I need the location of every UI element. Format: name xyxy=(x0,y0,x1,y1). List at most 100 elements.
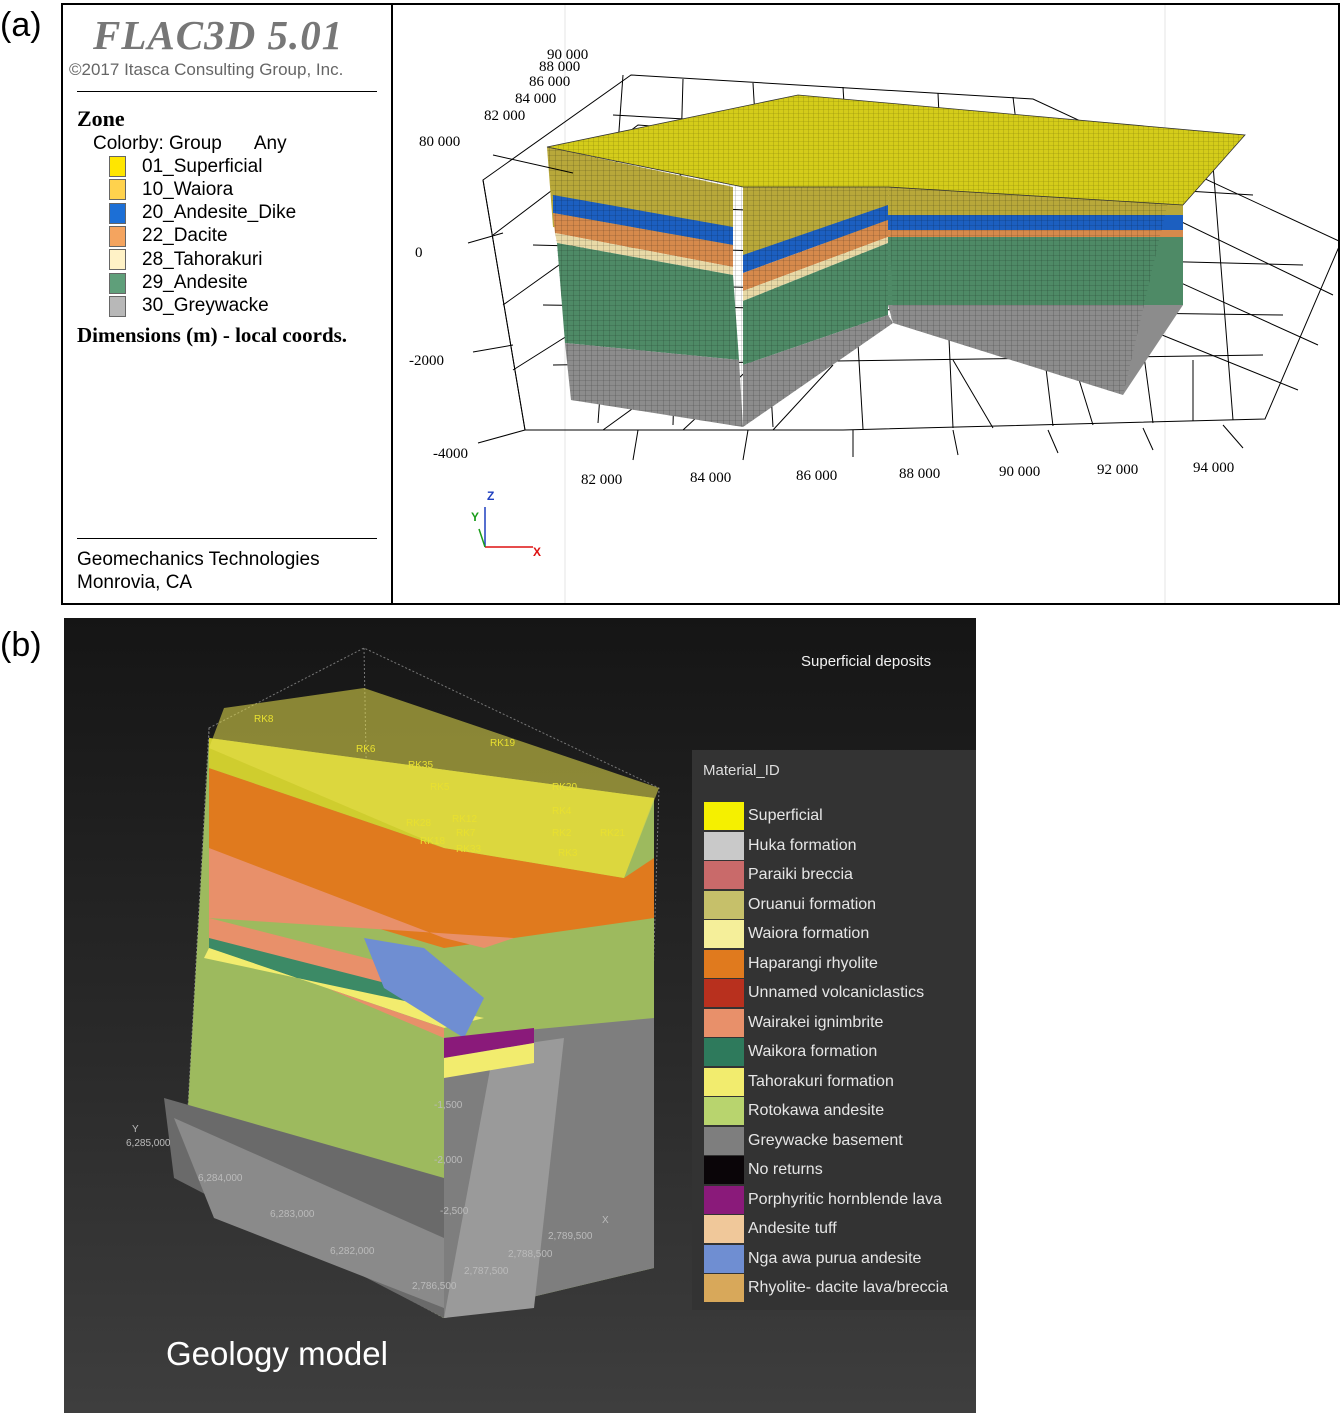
well-label: RK28 xyxy=(406,818,432,829)
panel-b-letter: (b) xyxy=(0,626,42,664)
x-tick-label: 86 000 xyxy=(796,468,838,484)
material-label: Unnamed volcaniclastics xyxy=(748,984,925,1001)
model-axis-label: X xyxy=(602,1215,609,1226)
material-legend-item: Nga awa purua andesite xyxy=(704,1244,922,1273)
material-legend-item: No returns xyxy=(704,1156,823,1184)
z-tick-label: -2000 xyxy=(409,353,444,369)
model-axis-label: 6,285,000 xyxy=(126,1138,171,1149)
y-tick-label: 82 000 xyxy=(484,108,526,124)
legend-item: 10_Waiora xyxy=(109,178,233,201)
legend-swatch xyxy=(109,249,126,271)
material-swatch xyxy=(704,831,744,860)
legend-swatch xyxy=(109,295,126,317)
model-axis-label: 2,789,500 xyxy=(548,1231,593,1242)
material-swatch xyxy=(704,1244,744,1273)
triad-x-label: X xyxy=(533,545,542,559)
legend-item: 01_Superficial xyxy=(109,155,262,178)
material-label: Paraiki breccia xyxy=(748,866,853,883)
copyright-text: ©2017 Itasca Consulting Group, Inc. xyxy=(69,60,344,79)
material-legend-item: Waikora formation xyxy=(704,1038,877,1066)
y-tick-label: 84 000 xyxy=(515,91,557,107)
material-swatch xyxy=(704,802,744,830)
material-legend-item: Paraiki breccia xyxy=(704,861,853,889)
model-axis-label: 2,786,500 xyxy=(412,1281,457,1292)
legend-label: 29_Andesite xyxy=(142,272,248,293)
material-legend-item: Porphyritic hornblende lava xyxy=(704,1185,942,1214)
well-label: RK6 xyxy=(356,744,376,755)
geology-layers xyxy=(164,688,659,1318)
x-tick-label: 90 000 xyxy=(999,464,1041,480)
material-swatch xyxy=(704,1156,744,1184)
material-label: Tahorakuri formation xyxy=(748,1072,894,1090)
colorby-value: Any xyxy=(253,133,287,154)
material-label: Greywacke basement xyxy=(748,1131,903,1149)
material-swatch xyxy=(704,979,744,1007)
triad-z-label: Z xyxy=(487,489,495,503)
z-tick-label: 0 xyxy=(415,245,423,261)
well-label: RK18 xyxy=(420,836,446,847)
well-label: RK7 xyxy=(456,828,476,839)
legend-item: 30_Greywacke xyxy=(109,295,269,318)
model-axis-label: 6,284,000 xyxy=(198,1173,243,1184)
material-swatch xyxy=(704,920,744,948)
z-tick-label: -4000 xyxy=(433,446,468,462)
legend-label: 20_Andesite_Dike xyxy=(142,202,297,224)
legend-label: 22_Dacite xyxy=(142,225,228,247)
material-label: Superficial xyxy=(748,807,823,824)
triad-y-label: Y xyxy=(471,510,480,524)
legend-swatch xyxy=(109,272,126,294)
flac3d-legend-panel: FLAC3D 5.01 ©2017 Itasca Consulting Grou… xyxy=(63,5,393,603)
x-tick-label: 94 000 xyxy=(1193,460,1235,476)
legend-item: 28_Tahorakuri xyxy=(109,248,262,271)
mesh-block-svg xyxy=(467,5,1338,603)
model-axis-label: 6,282,000 xyxy=(330,1246,375,1257)
model-axis-label: -2,500 xyxy=(440,1206,469,1217)
material-legend-item: Tahorakuri formation xyxy=(704,1067,894,1096)
material-label: Porphyritic hornblende lava xyxy=(748,1190,942,1208)
model-axis-label: 2,787,500 xyxy=(464,1266,509,1277)
material-swatch xyxy=(704,1097,744,1125)
well-label: RK19 xyxy=(490,738,516,749)
axis-tick-lines xyxy=(467,154,1244,461)
material-label: Nga awa purua andesite xyxy=(748,1249,922,1267)
well-label: RK35 xyxy=(408,760,434,771)
material-swatch xyxy=(704,1274,744,1302)
material-swatch xyxy=(704,890,744,919)
material-label: Waiora formation xyxy=(748,925,870,942)
material-swatch xyxy=(704,1038,744,1066)
x-tick-label: 82 000 xyxy=(581,472,623,488)
model-axis-label: 2,788,500 xyxy=(508,1249,553,1260)
geology-model-caption: Geology model xyxy=(166,1335,388,1372)
legend-swatch xyxy=(109,156,126,177)
colorby-label: Colorby: Group xyxy=(93,133,222,154)
material-swatch xyxy=(704,1126,744,1155)
company-name: Geomechanics Technologies xyxy=(77,549,320,570)
legend-label: 28_Tahorakuri xyxy=(142,248,263,270)
material-legend-item: Greywacke basement xyxy=(704,1126,903,1155)
x-tick-label: 92 000 xyxy=(1097,462,1139,478)
legend-swatch xyxy=(109,179,126,201)
company-block: Geomechanics Technologies Monrovia, CA xyxy=(77,548,320,594)
well-label: RK21 xyxy=(600,828,626,839)
model-axis-label: -2,000 xyxy=(434,1155,463,1166)
flac3d-figure-panel: FLAC3D 5.01 ©2017 Itasca Consulting Grou… xyxy=(61,3,1340,605)
material-legend-item: Rhyolite- dacite lava/breccia xyxy=(704,1274,948,1302)
legend-label: 10_Waiora xyxy=(142,178,234,200)
material-swatch xyxy=(704,1067,744,1096)
material-legend-item: Superficial xyxy=(704,802,823,830)
material-legend-item: Andesite tuff xyxy=(704,1215,837,1243)
dimensions-label: Dimensions (m) - local coords. xyxy=(77,323,348,347)
material-swatch xyxy=(704,949,744,978)
material-label: Wairakei ignimbrite xyxy=(748,1013,884,1031)
x-tick-label: 88 000 xyxy=(899,466,941,482)
well-label: RK33 xyxy=(456,844,482,855)
legend-item: 22_Dacite xyxy=(109,225,228,248)
well-label: RK12 xyxy=(452,814,478,825)
material-legend-item: Oruanui formation xyxy=(704,890,876,919)
material-swatch xyxy=(704,1215,744,1243)
material-legend-item: Rotokawa andesite xyxy=(704,1097,884,1125)
legend-swatch xyxy=(109,225,126,247)
divider xyxy=(77,538,377,539)
material-label: Rotokawa andesite xyxy=(748,1102,885,1119)
